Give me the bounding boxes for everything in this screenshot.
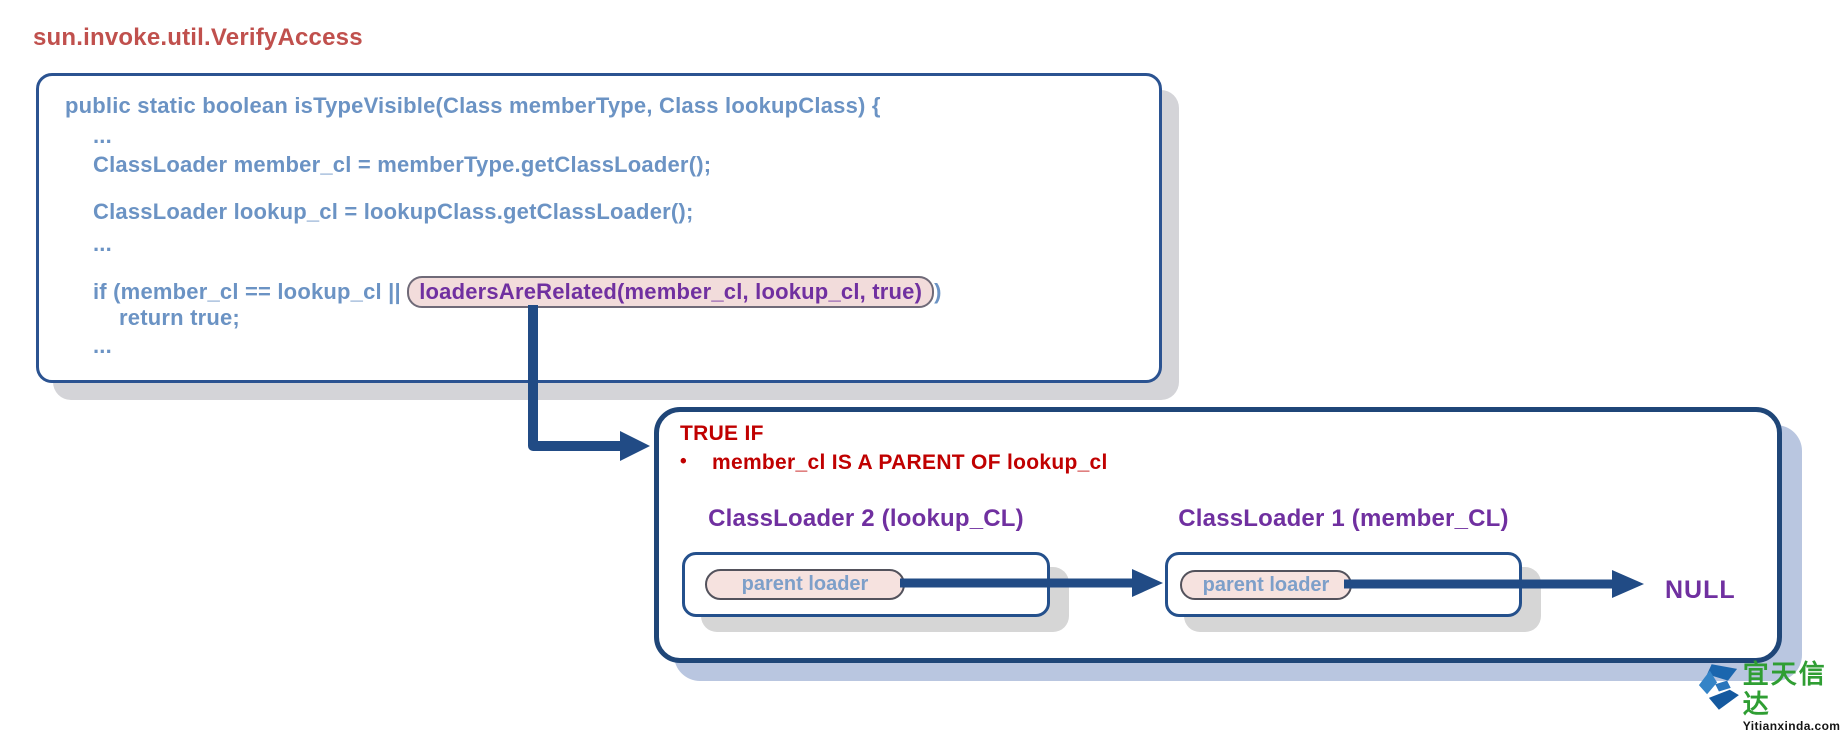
logo-domain-name: Yitianxinda.com bbox=[1742, 719, 1840, 733]
code-line-ellipsis: ... bbox=[93, 123, 112, 148]
bullet-icon: • bbox=[680, 451, 687, 472]
classloader2-box: parent loader bbox=[682, 552, 1050, 617]
code-line-return: return true; bbox=[119, 305, 240, 330]
classloader1-title: ClassLoader 1 (member_CL) bbox=[1178, 505, 1509, 532]
elbow-arrow-head bbox=[620, 431, 650, 461]
loaders-are-related-highlight: loadersAreRelated(member_cl, lookup_cl, … bbox=[407, 276, 935, 308]
classloader2-title: ClassLoader 2 (lookup_CL) bbox=[708, 505, 1024, 532]
true-if-bullet-text: member_cl IS A PARENT OF lookup_cl bbox=[712, 451, 1108, 474]
true-if-bullet-row: • member_cl IS A PARENT OF lookup_cl bbox=[680, 451, 1108, 475]
if-suffix: ) bbox=[934, 279, 942, 304]
code-line-if: if (member_cl == lookup_cl || loadersAre… bbox=[93, 276, 942, 308]
parent-loader-pill: parent loader bbox=[705, 569, 905, 600]
yitianxinda-logo: 宜天信达 Yitianxinda.com bbox=[1698, 659, 1840, 733]
code-box: public static boolean isTypeVisible(Clas… bbox=[36, 73, 1162, 383]
code-line-lookup-cl: ClassLoader lookup_cl = lookupClass.getC… bbox=[93, 199, 694, 224]
classloader1-box: parent loader bbox=[1165, 552, 1522, 617]
true-if-heading: TRUE IF bbox=[680, 422, 764, 445]
logo-chinese-name: 宜天信达 bbox=[1742, 659, 1827, 719]
true-if-box: TRUE IF • member_cl IS A PARENT OF looku… bbox=[654, 407, 1782, 663]
code-line-signature: public static boolean isTypeVisible(Clas… bbox=[65, 93, 881, 118]
code-line-ellipsis: ... bbox=[93, 231, 112, 256]
code-line-member-cl: ClassLoader member_cl = memberType.getCl… bbox=[93, 152, 712, 177]
parent-loader-pill: parent loader bbox=[1180, 570, 1352, 600]
page-title: sun.invoke.util.VerifyAccess bbox=[33, 24, 363, 51]
code-line-ellipsis: ... bbox=[93, 333, 112, 358]
yitianxinda-logo-icon bbox=[1698, 664, 1739, 710]
null-label: NULL bbox=[1665, 576, 1736, 604]
if-prefix: if (member_cl == lookup_cl || bbox=[93, 279, 408, 304]
yitianxinda-logo-text: 宜天信达 Yitianxinda.com bbox=[1743, 659, 1840, 733]
